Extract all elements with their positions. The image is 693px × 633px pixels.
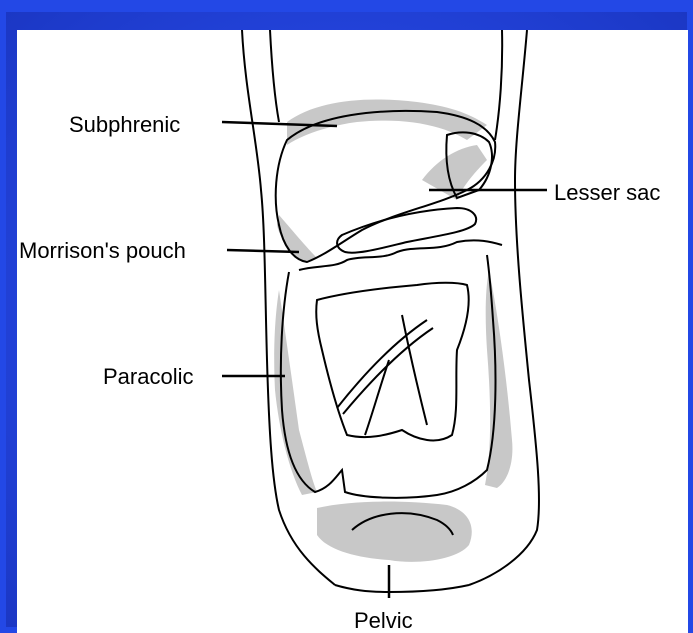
mesentery-root-1 — [337, 320, 427, 408]
right-inner-outline — [495, 30, 502, 140]
label-lesser-sac: Lesser sac — [554, 180, 660, 205]
mesentery-fold-1 — [402, 315, 427, 425]
left-inner-outline — [270, 30, 279, 122]
transverse-mesocolon-line — [299, 240, 502, 270]
label-paracolic: Paracolic — [103, 364, 193, 389]
colon-outline — [281, 255, 496, 498]
diagram-panel: Subphrenic Lesser sac Morrison's pouch P… — [17, 30, 688, 633]
pelvis-lower-outline — [335, 585, 469, 592]
fluid-shading — [274, 99, 512, 561]
right-torso-outline — [469, 30, 539, 585]
abdominal-spaces-diagram: Subphrenic Lesser sac Morrison's pouch P… — [17, 30, 688, 633]
subphrenic-shading — [287, 99, 487, 145]
label-pelvic: Pelvic — [354, 608, 413, 633]
label-subphrenic: Subphrenic — [69, 112, 180, 137]
pelvic-shading — [317, 502, 472, 562]
pancreas-outline — [337, 208, 476, 253]
label-morrisons-pouch: Morrison's pouch — [19, 238, 186, 263]
mesentery-root-2 — [343, 328, 433, 414]
